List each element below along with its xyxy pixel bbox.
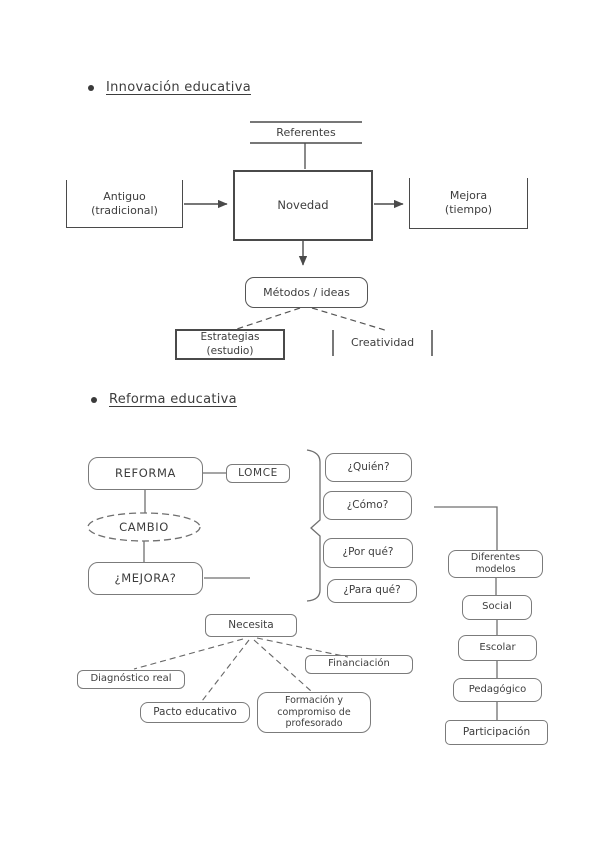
metodos-creatividad-dashed [311, 307, 389, 332]
node-creatividad: Creatividad [350, 336, 415, 350]
node-reforma: REFORMA [88, 457, 203, 490]
node-necesita: Necesita [205, 614, 297, 637]
node-formacion-compromiso: Formación y compromiso de profesorado [257, 692, 371, 733]
node-escolar: Escolar [458, 635, 537, 661]
bullet-icon [88, 84, 94, 91]
section-heading-reforma: Reforma educativa [91, 392, 237, 407]
necesita-formacion-dashed [253, 639, 312, 692]
node-como: ¿Cómo? [323, 491, 412, 520]
node-referentes: Referentes [276, 125, 336, 139]
section-heading-innovacion: Innovación educativa [88, 80, 251, 95]
node-financiacion: Financiación [305, 655, 413, 674]
node-antiguo: Antiguo (tradicional) [66, 180, 183, 228]
metodos-estrategias-dashed [236, 307, 301, 330]
node-lomce: LOMCE [226, 464, 290, 483]
section-title: Innovación educativa [106, 80, 251, 95]
node-mejora-tiempo: Mejora (tiempo) [409, 178, 528, 229]
necesita-pacto-dashed [201, 639, 250, 702]
node-pedagogico: Pedagógico [453, 678, 542, 702]
node-diagnostico-real: Diagnóstico real [77, 670, 185, 689]
node-mejora-question: ¿MEJORA? [88, 562, 203, 595]
bullet-icon [91, 396, 97, 403]
node-por-que: ¿Por qué? [323, 538, 413, 568]
node-participacion: Participación [445, 720, 548, 745]
necesita-diagnostico-dashed [133, 638, 244, 670]
node-social: Social [462, 595, 532, 620]
node-pacto-educativo: Pacto educativo [140, 702, 250, 723]
node-metodos-ideas: Métodos / ideas [245, 277, 368, 308]
questions-brace [306, 449, 321, 602]
node-novedad: Novedad [233, 170, 373, 241]
node-diferentes-modelos: Diferentes modelos [448, 550, 543, 578]
node-quien: ¿Quién? [325, 453, 412, 482]
node-estrategias: Estrategias (estudio) [175, 329, 285, 360]
section-title: Reforma educativa [109, 392, 237, 407]
node-para-que: ¿Para qué? [327, 579, 417, 603]
node-cambio: CAMBIO [119, 519, 169, 534]
como-modelos-connector [434, 506, 498, 550]
